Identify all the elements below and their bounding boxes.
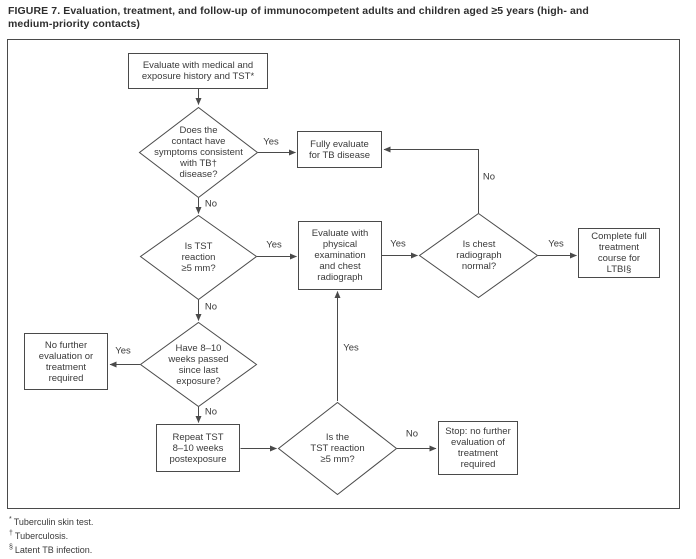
footnote-tb: †Tuberculosis. [9,528,93,542]
shape-evaluate-physical-box [298,221,382,290]
shape-tst-repeat-diamond [277,401,398,496]
flowchart-frame [7,39,680,509]
footnote-tst-text: Tuberculin skin test. [13,517,94,527]
arrow-radiograph-no [383,146,479,213]
shape-weeks-passed-diamond [139,321,258,408]
figure-title: FIGURE 7. Evaluation, treatment, and fol… [8,5,589,30]
footnote-tst-marker: * [9,516,12,523]
shape-chest-radiograph-diamond [418,212,539,299]
footnote-ltbi-text: Latent TB infection. [14,545,93,555]
shape-fully-evaluate-box [297,131,382,168]
shape-stop-box [438,421,518,475]
shape-tst-reaction-diamond [139,214,258,301]
footnote-ltbi: §Latent TB infection. [9,542,93,556]
shape-repeat-tst-box [156,424,240,472]
footnote-ltbi-marker: § [9,544,13,551]
footnote-tst: *Tuberculin skin test. [9,514,93,528]
shape-symptoms-diamond [138,106,259,199]
shape-no-further-box [24,333,108,390]
shape-evaluate-history-box [128,53,268,89]
shape-complete-ltbi-box [578,228,660,278]
footnote-tb-marker: † [9,530,13,537]
footnote-tb-text: Tuberculosis. [14,531,69,541]
footnotes: *Tuberculin skin test. †Tuberculosis. §L… [9,514,93,556]
